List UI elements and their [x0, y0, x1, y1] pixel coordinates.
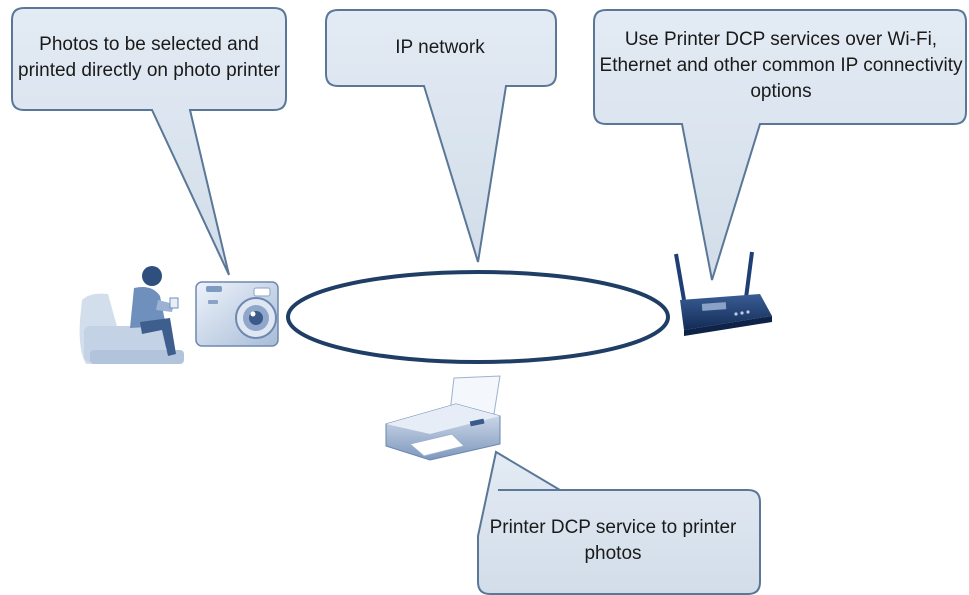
- callout-router-shape: [593, 9, 967, 281]
- callout-network-text: IP network: [395, 37, 485, 58]
- printer-icon: [385, 375, 501, 461]
- callout-network-shape: [325, 9, 557, 263]
- callout-printer-shape: [477, 450, 761, 595]
- callout-router-text: Use Printer DCP services over Wi-Fi, Eth…: [599, 29, 963, 102]
- callout-camera-shape: [11, 7, 287, 276]
- callout-camera-text: Photos to be selected and printed direct…: [18, 34, 280, 81]
- camera-icon: [195, 281, 279, 347]
- router-icon: [674, 251, 772, 336]
- ip-network-ellipse: [286, 270, 670, 364]
- person-icon: [79, 266, 184, 364]
- callout-printer-text: Printer DCP service to printer photos: [489, 517, 737, 564]
